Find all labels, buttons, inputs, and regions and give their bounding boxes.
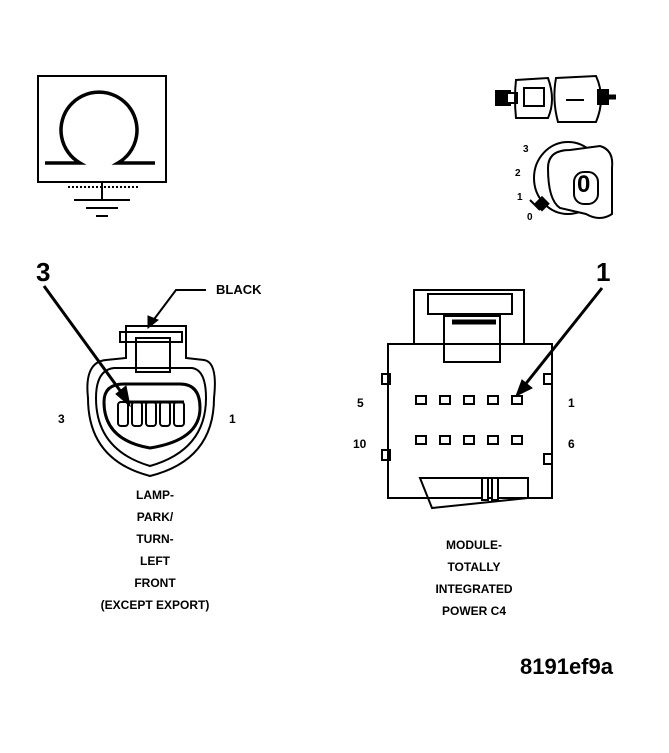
caption-line: MODULE- [446,538,502,552]
color-label: BLACK [216,282,262,297]
left-pin-label: 3 [58,412,65,426]
ground-symbol-icon [68,182,140,217]
caption-line: LAMP- [136,488,174,502]
left-connector-caption: LAMP- PARK/ TURN- LEFT FRONT (EXCEPT EXP… [60,484,250,616]
caption-line: FRONT [134,576,176,590]
left-callout-number: 3 [36,257,51,287]
caption-line: PARK/ [136,510,174,524]
right-callout-number: 1 [596,257,611,287]
right-pin-label: 1 [229,412,236,426]
pin-5-label: 5 [357,396,364,410]
cavity-grid [415,395,523,445]
caption-line: LEFT [140,554,170,568]
switch-position-2: 2 [515,168,521,179]
pin-6-label: 6 [568,437,575,451]
switch-position-1: 1 [517,192,523,203]
left-callout-arrow [42,285,206,408]
caption-line: TURN- [136,532,174,546]
left-connector-drawing [86,325,216,478]
caption-line: (EXCEPT EXPORT) [100,598,210,612]
right-connector-caption: MODULE- TOTALLY INTEGRATED POWER C4 [384,534,564,622]
caption-line: INTEGRATED [435,582,513,596]
ohmmeter-icon [37,75,167,183]
caption-line: TOTALLY [447,560,501,574]
pin-10-label: 10 [353,437,367,451]
pin-1-label: 1 [568,396,575,410]
switch-position-3: 3 [523,144,529,155]
caption-line: POWER C4 [441,604,506,618]
ignition-key-icon [529,141,614,219]
right-callout-arrow [515,287,604,398]
connector-plug-icon [495,74,616,123]
switch-position-0: 0 [527,212,533,223]
figure-id: 8191ef9a [520,654,613,679]
right-connector-drawing [381,289,553,510]
key-label: 0 [577,171,591,198]
